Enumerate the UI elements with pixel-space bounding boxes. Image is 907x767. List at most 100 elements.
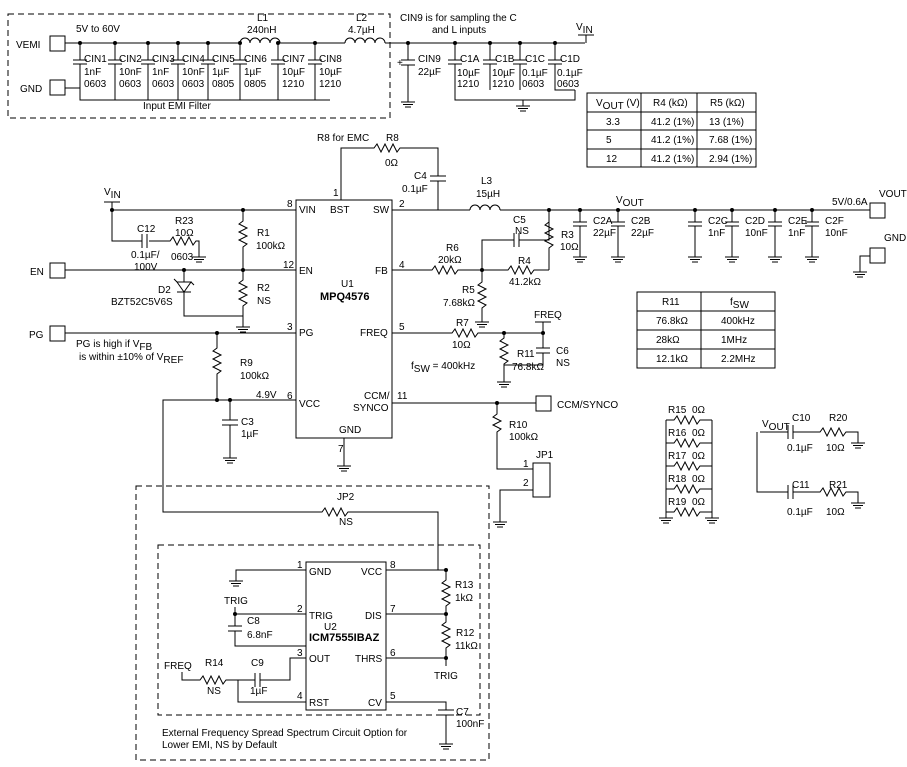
r3-value: 10Ω bbox=[560, 242, 579, 253]
freq-label: FREQ bbox=[534, 310, 562, 321]
r13-ref: R13 bbox=[455, 580, 474, 591]
u1-num-gnd: 7 bbox=[338, 444, 344, 455]
r20-ref: R20 bbox=[829, 413, 848, 424]
l2-ref: L2 bbox=[356, 13, 368, 24]
trig-label-right: TRIG bbox=[434, 671, 458, 682]
emi-cap-value: 10nF bbox=[119, 67, 142, 78]
u1-pin-fb: FB bbox=[375, 266, 388, 277]
spare-resistor-value: 0Ω bbox=[692, 451, 706, 462]
d2-part: BZT52C5V6S bbox=[111, 297, 173, 308]
ccm-terminal[interactable] bbox=[535, 395, 552, 412]
vin-range-label: 5V to 60V bbox=[76, 24, 120, 35]
r3-resistor bbox=[543, 210, 555, 270]
d2-zener-bar bbox=[173, 278, 195, 286]
pg-note-line1: PG is high if VFB bbox=[76, 339, 152, 353]
output-cap-ref: C2C bbox=[708, 216, 728, 227]
u2-ref: U2 bbox=[324, 622, 337, 633]
input-cap-pkg: 0603 bbox=[557, 79, 580, 90]
emi-cap-ref: CIN5 bbox=[212, 54, 235, 65]
c7-capacitor bbox=[386, 701, 454, 738]
c10-ref: C10 bbox=[792, 413, 811, 424]
fsw-table-cell: 76.8kΩ bbox=[656, 316, 688, 327]
r23-gnd-icon bbox=[191, 250, 207, 263]
output-cap-value: 10nF bbox=[825, 228, 848, 239]
r12-ref: R12 bbox=[456, 628, 475, 639]
c6-capacitor bbox=[504, 333, 550, 366]
emi-cap-ref: CIN1 bbox=[84, 54, 107, 65]
r7-ref: R7 bbox=[456, 318, 469, 329]
en-terminal[interactable] bbox=[49, 262, 66, 279]
c11-ref: C11 bbox=[792, 480, 810, 491]
output-cap-gnd-icon bbox=[610, 250, 626, 263]
u1-num-sw: 2 bbox=[399, 199, 405, 210]
u1-pin-vcc: VCC bbox=[299, 399, 320, 410]
gnd-terminal-output[interactable] bbox=[869, 247, 886, 264]
r9-value: 100kΩ bbox=[240, 371, 270, 382]
spare-resistor-ref: R18 bbox=[668, 474, 687, 485]
u1-pin-gnd: GND bbox=[339, 425, 361, 436]
input-cap-value: 10µF bbox=[492, 68, 515, 79]
l2-inductor bbox=[344, 37, 386, 44]
u2-num-gnd: 1 bbox=[297, 560, 303, 571]
r20-value: 10Ω bbox=[826, 443, 845, 454]
cin9-value: 22µF bbox=[418, 67, 441, 78]
gnd-terminal-input[interactable] bbox=[49, 79, 66, 96]
u2-num-rst: 4 bbox=[297, 691, 303, 702]
vout-table-header-v: VOUT (V) bbox=[596, 98, 640, 112]
output-cap-gnd-icon bbox=[687, 250, 703, 263]
emi-cap-ref: CIN4 bbox=[182, 54, 205, 65]
vcc-net bbox=[162, 399, 296, 436]
fsw-table-cell: 2.2MHz bbox=[721, 354, 755, 365]
r5-ref: R5 bbox=[462, 285, 475, 296]
r20-gnd-icon bbox=[850, 436, 866, 449]
c4-capacitor bbox=[430, 175, 446, 182]
pg-terminal[interactable] bbox=[49, 325, 66, 342]
l1-ref: L1 bbox=[257, 13, 269, 24]
jp1-jumper[interactable] bbox=[532, 462, 551, 498]
r3-ref: R3 bbox=[561, 230, 574, 241]
emi-filter-title: Input EMI Filter bbox=[143, 101, 211, 112]
vout-terminal[interactable] bbox=[869, 202, 886, 219]
vout-table-cell: 41.2 (1%) bbox=[651, 154, 694, 165]
vout-table-cell: 41.2 (1%) bbox=[651, 117, 694, 128]
u2-body bbox=[305, 561, 387, 711]
d2-gnd-wire bbox=[183, 306, 243, 317]
fsw-note: fSW = 400kHz bbox=[411, 361, 475, 375]
l3-inductor bbox=[469, 204, 501, 211]
c3-value: 1µF bbox=[241, 429, 258, 440]
r13-value: 1kΩ bbox=[455, 593, 474, 604]
jp2-resistor-net bbox=[162, 436, 439, 570]
u2-num-vcc: 8 bbox=[390, 560, 396, 571]
emi-cap-pkg: 0603 bbox=[182, 79, 205, 90]
emi-cap-ref: CIN3 bbox=[152, 54, 175, 65]
ccm-label: CCM/SYNCO bbox=[557, 400, 618, 411]
r11-resistor bbox=[498, 333, 510, 376]
emi-cap-pkg: 0805 bbox=[212, 79, 235, 90]
fsw-table-cell: 12.1kΩ bbox=[656, 354, 688, 365]
vin-arrow bbox=[578, 34, 594, 43]
cin9-polarity: + bbox=[397, 58, 403, 69]
vout-table-cell: 41.2 (1%) bbox=[651, 135, 694, 146]
u2-pin-thrs: THRS bbox=[355, 654, 383, 665]
vout-table-cell: 5 bbox=[606, 135, 612, 146]
fsw-table-cell: 1MHz bbox=[721, 335, 747, 346]
output-cap-value: 10nF bbox=[745, 228, 768, 239]
output-cap-ref: C2B bbox=[631, 216, 651, 227]
vemi-terminal[interactable] bbox=[49, 35, 66, 52]
r10-resistor bbox=[491, 403, 533, 470]
c3-gnd-icon bbox=[222, 451, 238, 464]
u1-pin-freq: FREQ bbox=[360, 328, 388, 339]
r14-ref: R14 bbox=[205, 658, 224, 669]
